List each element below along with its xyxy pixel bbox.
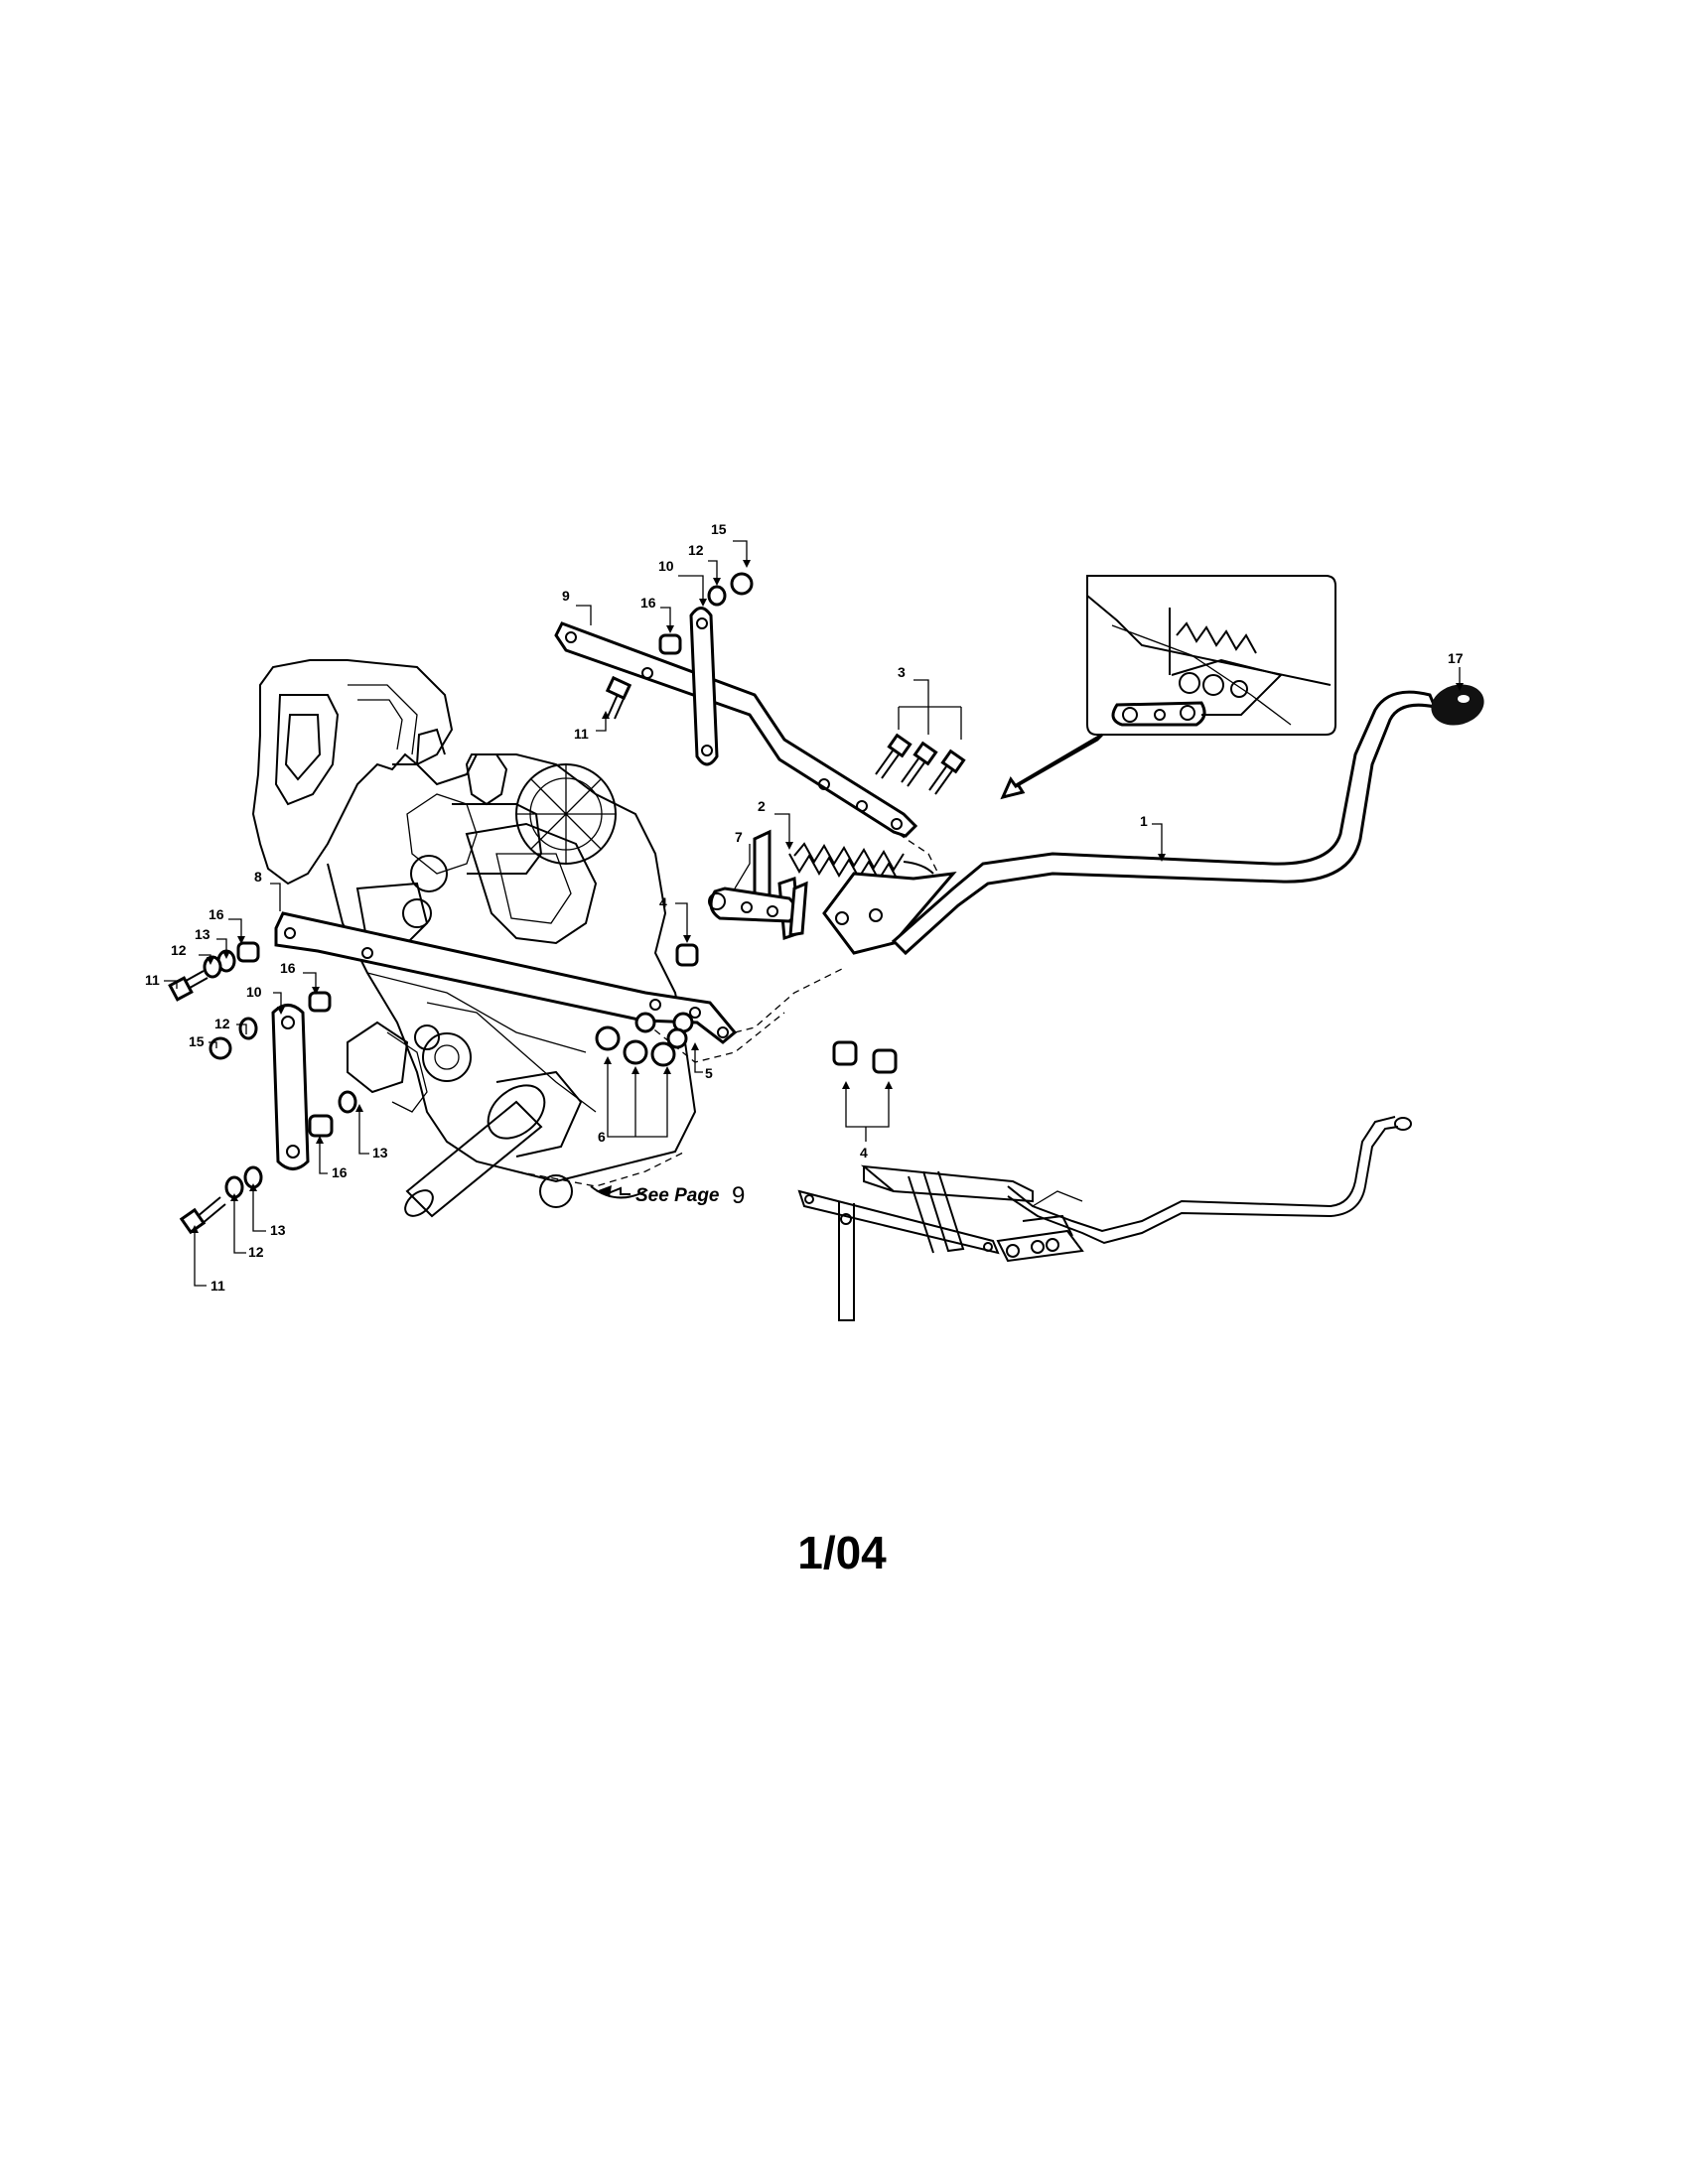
inset-detail: [1000, 575, 1336, 800]
control-lever: [891, 690, 1438, 956]
callout-6: 6: [598, 1129, 606, 1145]
washer-12-upper: [707, 585, 727, 607]
callout-16-mid: 16: [280, 960, 296, 976]
upper-mounting-bar: [554, 621, 944, 885]
lower-mounting-bar: [274, 911, 845, 1063]
callout-8: 8: [254, 869, 262, 885]
callout-13-right: 13: [372, 1145, 388, 1160]
callout-7: 7: [735, 829, 743, 845]
spacer-4-right: [872, 1048, 898, 1074]
callout-10-upper: 10: [658, 558, 674, 574]
callout-17: 17: [1448, 650, 1464, 666]
callout-12-mid: 12: [214, 1016, 230, 1031]
callout-labels: 15 12 10 9 16 3 11 2 7 1 17 4 4 5 6 8 16…: [145, 521, 1464, 1294]
pivot-plate: [822, 872, 957, 955]
callout-11-bottom: 11: [210, 1278, 225, 1294]
left-hardware-stack: [168, 941, 357, 1235]
callout-1: 1: [1140, 813, 1148, 829]
callout-16-upper: 16: [640, 595, 656, 611]
callout-10-lower: 10: [246, 984, 262, 1000]
callout-9: 9: [562, 588, 570, 604]
see-page-note: See Page 9: [596, 1182, 745, 1209]
transmission-housing: [251, 659, 697, 1218]
spacer-4-mid: [832, 1040, 858, 1066]
spring-and-bracket: [708, 829, 934, 941]
callout-12-bottom: 12: [248, 1244, 264, 1260]
callout-16-bottom: 16: [332, 1164, 348, 1180]
spacer-4-left: [675, 943, 699, 967]
callout-15-mid: 15: [189, 1033, 205, 1049]
callout-leaders: [164, 540, 1464, 1287]
lever-knob: [1431, 684, 1484, 726]
see-page-number: 9: [732, 1182, 745, 1209]
callout-15-upper: 15: [711, 521, 727, 537]
callout-3: 3: [898, 664, 906, 680]
bolt-11-upper: [605, 675, 632, 720]
page-code: 1/04: [797, 1527, 887, 1578]
callout-5: 5: [705, 1065, 713, 1081]
nut-15-upper: [730, 572, 754, 596]
callout-11-upper: 11: [574, 726, 589, 742]
callout-16-left: 16: [209, 906, 224, 922]
lower-vertical-link: [271, 1004, 310, 1170]
callout-13-left: 13: [195, 926, 210, 942]
callout-12-left: 12: [171, 942, 187, 958]
upper-vertical-link: [689, 607, 719, 766]
callout-4-lower: 4: [860, 1145, 868, 1160]
assembly-preview: [797, 1116, 1412, 1321]
see-page-label: See Page: [635, 1185, 720, 1206]
spacer-16-upper: [658, 633, 682, 655]
callout-12-upper: 12: [688, 542, 704, 558]
callout-11-left: 11: [145, 972, 160, 988]
nuts-5-6: [595, 1012, 694, 1067]
bolt-group-3: [875, 733, 966, 795]
callout-4-upper: 4: [659, 894, 667, 910]
callout-13-bottom: 13: [270, 1222, 286, 1238]
callout-2: 2: [758, 798, 766, 814]
